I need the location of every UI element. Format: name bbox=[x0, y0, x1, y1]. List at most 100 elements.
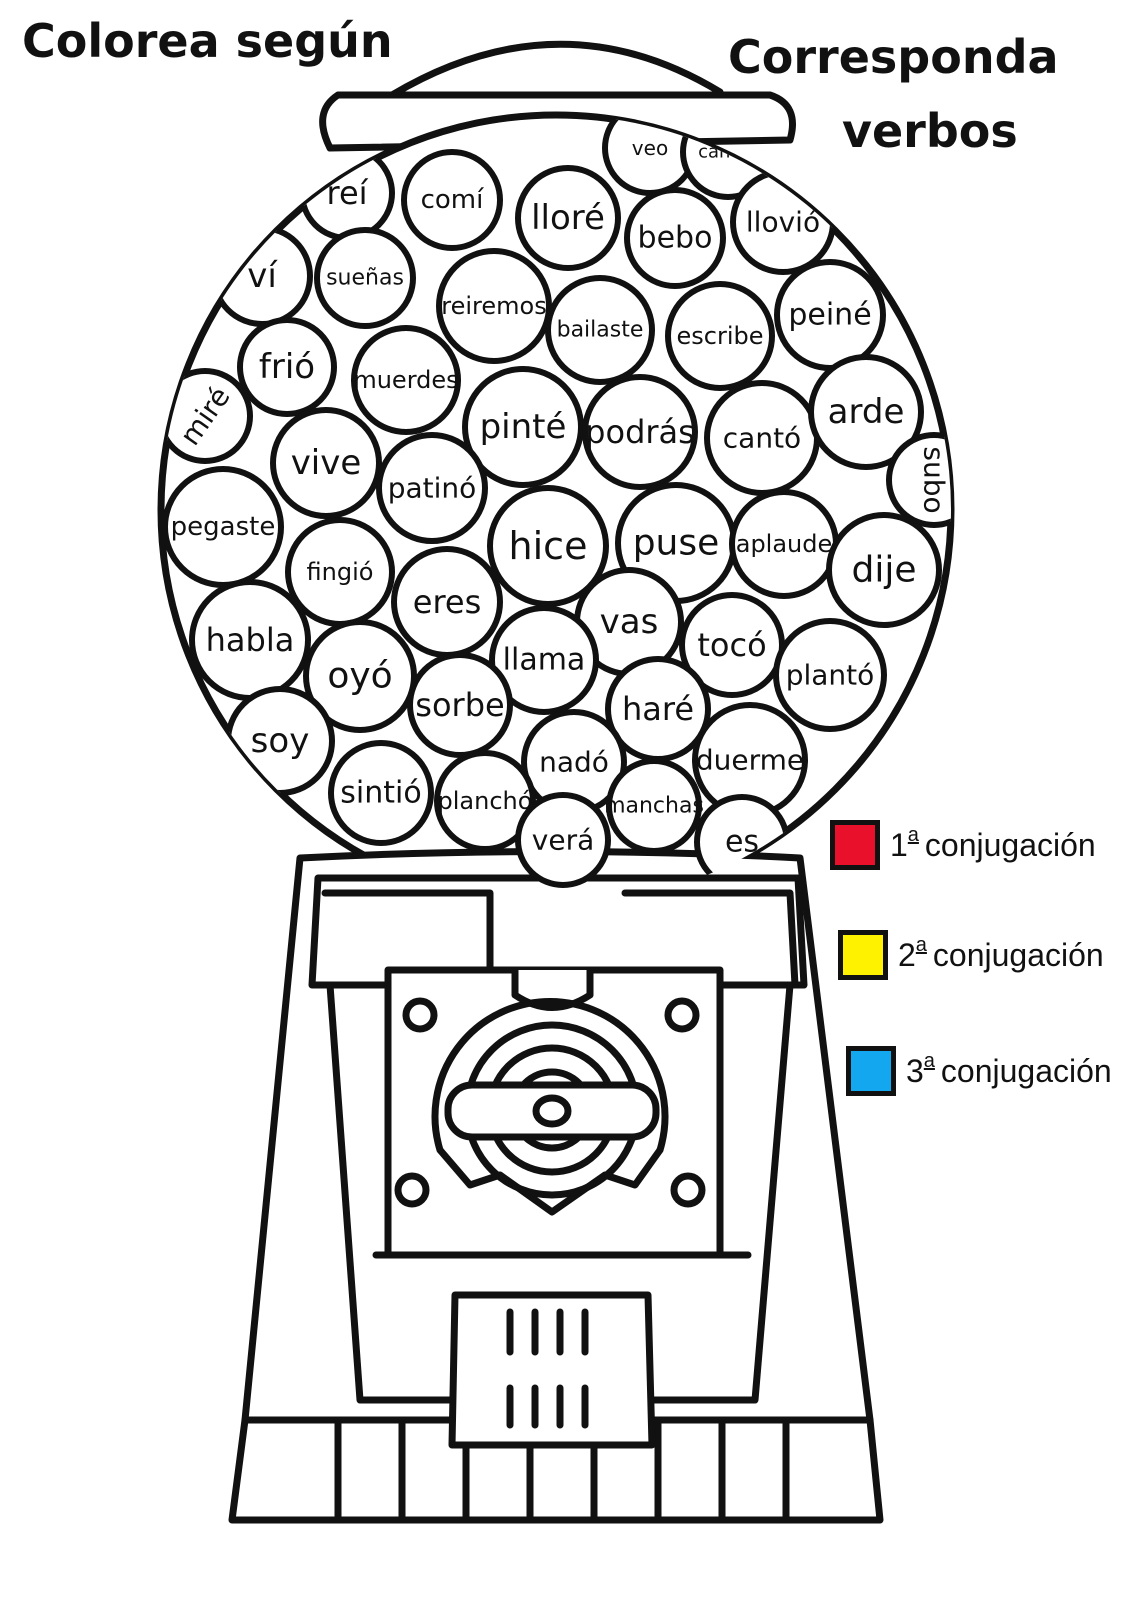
gumball-lloré: lloré bbox=[515, 165, 621, 271]
gumball-circle bbox=[434, 750, 536, 852]
gumball-label: vive bbox=[291, 443, 362, 483]
gumball-label: cantó bbox=[723, 422, 801, 455]
gumball-label: sintió bbox=[340, 776, 421, 811]
gumball-label: frió bbox=[259, 347, 315, 387]
gumball-label: fingió bbox=[307, 558, 374, 586]
gumball-bebo: bebo bbox=[624, 187, 726, 289]
gumball-label: verá bbox=[532, 824, 594, 857]
gumball-label: hice bbox=[509, 524, 588, 568]
gumball-label: aplaude bbox=[736, 530, 833, 558]
gumball-circle bbox=[237, 317, 337, 417]
gumball-circle bbox=[487, 485, 609, 607]
gumball-circle bbox=[161, 368, 253, 464]
gumball-circle bbox=[515, 792, 611, 888]
gumball-label: planchó bbox=[438, 787, 533, 815]
gumball-pegaste: pegaste bbox=[162, 466, 284, 588]
gumball-label: tocó bbox=[697, 626, 766, 664]
gumball-label: vas bbox=[600, 602, 659, 642]
gumball-duerme: duerme bbox=[692, 702, 808, 818]
gumball-label: puse bbox=[633, 523, 720, 564]
machine-dome-cap bbox=[388, 40, 724, 99]
legend-number-2: 2 bbox=[898, 936, 916, 973]
legend-label-2: conjugación bbox=[932, 936, 1104, 973]
gumball-arde: arde bbox=[808, 354, 924, 470]
gumball-peiné: peiné bbox=[774, 259, 886, 371]
legend-item-1: 1 a conjugación bbox=[830, 820, 1096, 870]
gumball-pinté: pinté bbox=[462, 366, 584, 488]
gumball-circle bbox=[401, 149, 503, 251]
legend-label-1: conjugación bbox=[924, 826, 1096, 863]
gumball-sueñas: sueñas bbox=[314, 227, 416, 329]
gumball-label: eres bbox=[413, 583, 482, 621]
legend-item-2: 2 a conjugación bbox=[838, 930, 1104, 980]
gumball-label: dije bbox=[851, 550, 916, 591]
gumball-label: llovió bbox=[746, 206, 820, 239]
gumball-label: reiremos bbox=[441, 292, 546, 320]
gumball-label: ví bbox=[247, 256, 278, 296]
gumball-circle bbox=[606, 758, 702, 854]
gumball-llama: llama bbox=[489, 605, 599, 715]
gumball-circle bbox=[462, 366, 584, 488]
gumball-circle bbox=[270, 407, 382, 519]
legend-swatch-1 bbox=[830, 820, 880, 870]
gumball-label: patinó bbox=[388, 472, 477, 505]
gumball-circle bbox=[436, 248, 552, 364]
legend-swatch-2 bbox=[838, 930, 888, 980]
gumball-label: sueñas bbox=[326, 266, 404, 291]
gumball-podrás: podrás bbox=[582, 374, 698, 490]
gumball-muerdes: muerdes bbox=[351, 325, 461, 435]
gumball-vive: vive bbox=[270, 407, 382, 519]
gumball-patinó: patinó bbox=[376, 432, 488, 544]
legend-item-3: 3 a conjugación bbox=[846, 1046, 1112, 1096]
gumball-circle bbox=[489, 605, 599, 715]
gumball-circle bbox=[162, 466, 284, 588]
gumball-circle bbox=[351, 325, 461, 435]
gumball-label: nadó bbox=[539, 746, 609, 779]
gumball-habla: habla bbox=[189, 579, 311, 701]
gumball-circle bbox=[407, 652, 513, 758]
legend-label-3: conjugación bbox=[940, 1052, 1112, 1089]
gumball-fingió: fingió bbox=[285, 517, 395, 627]
gumball-aplaude: aplaude bbox=[729, 489, 839, 599]
gumball-circle bbox=[826, 512, 942, 628]
legend-number-1: 1 bbox=[890, 826, 908, 863]
gumball-hice: hice bbox=[487, 485, 609, 607]
gumball-label: lloré bbox=[531, 198, 605, 238]
gumball-circle bbox=[773, 618, 887, 732]
title-right-line2: verbos bbox=[842, 104, 1018, 158]
gumball-label: bebo bbox=[638, 221, 713, 256]
gumball-cantó: cantó bbox=[704, 380, 820, 496]
gumball-label: arde bbox=[828, 392, 905, 432]
gumball-label: subo bbox=[918, 446, 951, 513]
gumball-label: oyó bbox=[327, 656, 392, 697]
gumball-circle bbox=[515, 165, 621, 271]
gumball-circle bbox=[808, 354, 924, 470]
gumball-circle bbox=[665, 281, 775, 391]
gumball-label: pinté bbox=[480, 407, 567, 447]
legend-ordinal-3: a bbox=[923, 1049, 935, 1072]
legend-ordinal-1: a bbox=[907, 823, 919, 846]
gumball-verá: verá bbox=[515, 792, 611, 888]
gumball-frió: frió bbox=[237, 317, 337, 417]
legend-number-3: 3 bbox=[906, 1052, 924, 1089]
title-right-line1: Corresponda bbox=[728, 30, 1059, 84]
gumball-label: podrás bbox=[585, 413, 695, 451]
gumball-dije: dije bbox=[826, 512, 942, 628]
gumball-subo: subo bbox=[886, 432, 951, 528]
gumball-label: pegaste bbox=[171, 512, 276, 542]
gumball-label: plantó bbox=[786, 659, 875, 692]
gumball-label: duerme bbox=[696, 744, 804, 777]
gumball-circle bbox=[328, 740, 434, 846]
gumball-label: manchas bbox=[604, 794, 704, 819]
gumball-label: bailaste bbox=[557, 318, 644, 343]
gumball-soy: soy bbox=[225, 686, 335, 796]
gumball-label: haré bbox=[622, 690, 694, 728]
legend-swatch-3 bbox=[846, 1046, 896, 1096]
gumball-label: escribe bbox=[677, 322, 764, 350]
gumball-label: comí bbox=[421, 185, 485, 215]
gumball-label: soy bbox=[251, 721, 310, 761]
gumball-circle bbox=[545, 275, 655, 385]
gumball-llovió: llovió bbox=[730, 169, 836, 275]
